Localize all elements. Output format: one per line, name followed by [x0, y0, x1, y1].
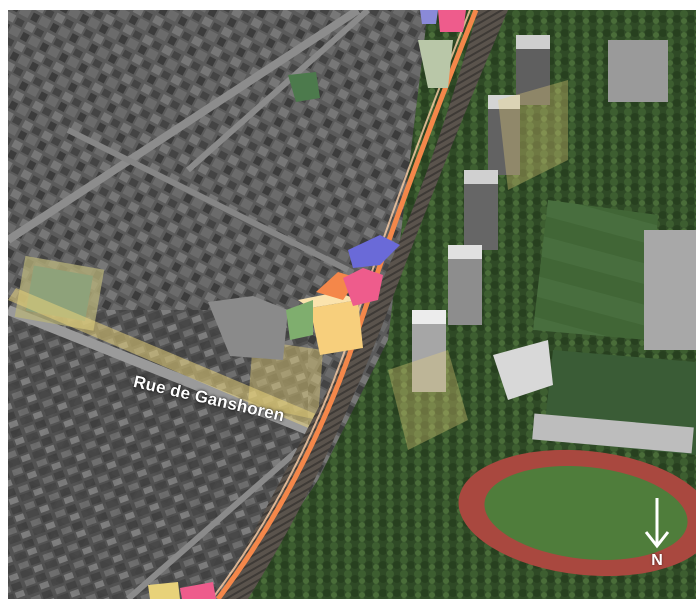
public-space-towers [498, 80, 568, 190]
project-site-buildings [148, 10, 466, 599]
railway-tracks [218, 10, 508, 599]
street-south [126, 447, 300, 599]
residential-towers [412, 35, 550, 392]
north-indicator: N [637, 496, 677, 576]
north-label: N [651, 552, 663, 569]
aerial-map: Rue de Ganshoren [8, 10, 696, 599]
football-field-north [533, 200, 658, 340]
aerial-map-svg [8, 10, 696, 599]
rue-de-ganshoren-street [8, 305, 310, 435]
street-diagonal [8, 10, 361, 244]
arrow-down-icon [644, 498, 670, 549]
sports-hall [493, 340, 553, 400]
street-east-west [66, 127, 350, 273]
public-space-plaza [248, 340, 323, 420]
sports-building [644, 230, 696, 350]
stadium-pitch [484, 466, 688, 560]
public-space-lower [388, 350, 468, 450]
stadium-stand [532, 413, 694, 454]
building-northeast [608, 40, 668, 102]
street-north [186, 10, 370, 173]
public-space-street-highlight [8, 288, 318, 430]
